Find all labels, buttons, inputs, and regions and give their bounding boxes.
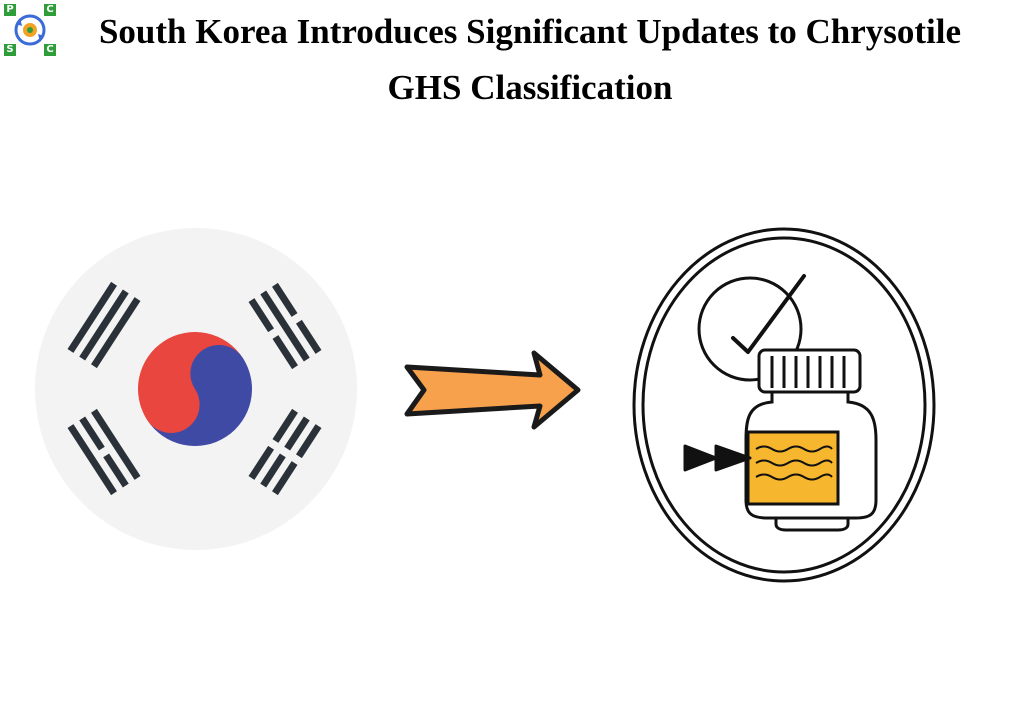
- south-korea-flag-icon: [35, 228, 357, 550]
- logo-letter-c2: C: [44, 44, 56, 56]
- page-title: South Korea Introduces Significant Updat…: [60, 4, 1000, 116]
- chemical-bottle-check-icon: [632, 227, 936, 583]
- logo-ring-icon: [14, 14, 46, 46]
- psc-logo-icon: P C S C: [2, 2, 58, 58]
- logo-letter-p: P: [4, 4, 16, 16]
- right-arrow-icon: [404, 350, 581, 430]
- logo-letter-c: C: [44, 4, 56, 16]
- title-line-2: GHS Classification: [387, 68, 673, 107]
- logo-letter-s: S: [4, 44, 16, 56]
- title-line-1: South Korea Introduces Significant Updat…: [98, 12, 962, 51]
